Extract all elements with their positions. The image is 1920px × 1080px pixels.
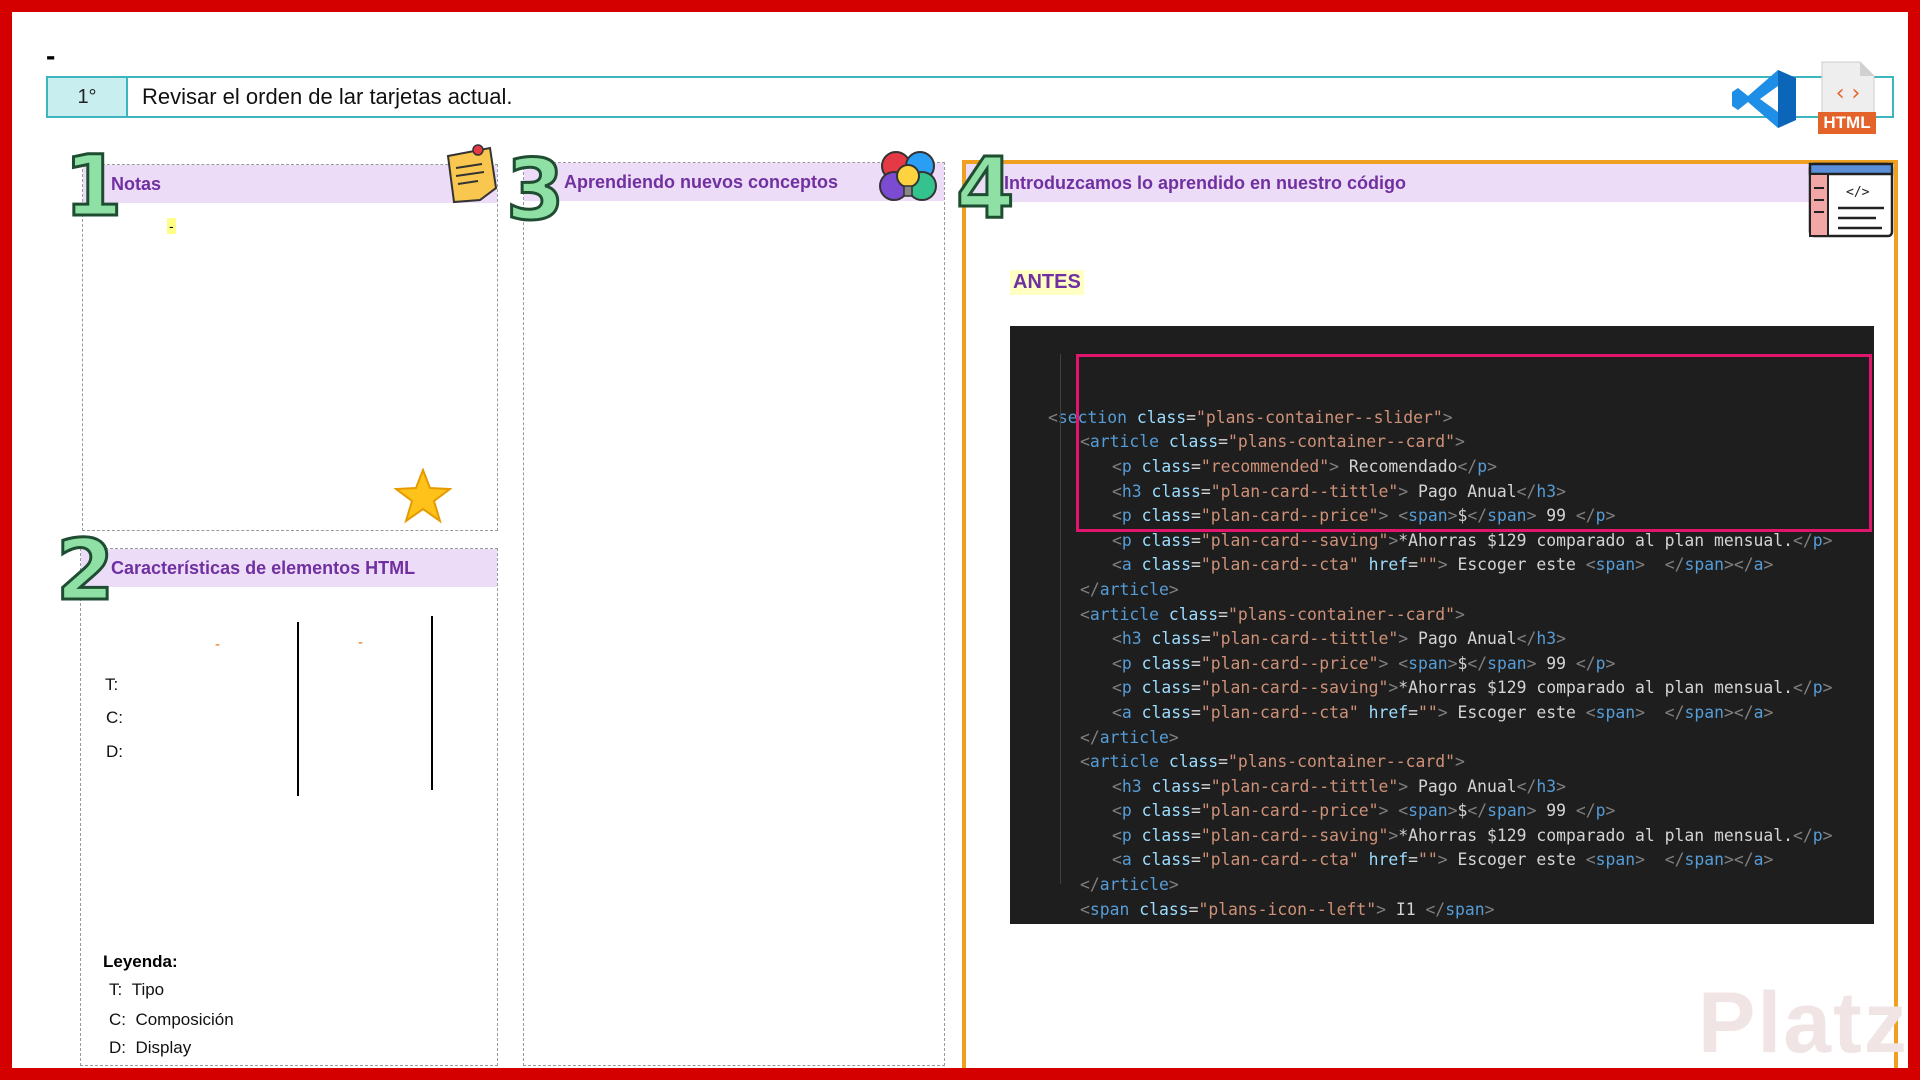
top-mark: - — [46, 40, 56, 71]
col-mark-2: - — [358, 634, 363, 651]
html-file-icon: ‹ › HTML — [1818, 60, 1876, 136]
code-line: <article class="plans-container--card"> — [1080, 752, 1465, 772]
code-line: <p class="plan-card--saving">*Ahorras $1… — [1112, 530, 1833, 550]
file-icon: ‹ › — [1821, 61, 1875, 118]
legend-key: D: — [109, 1038, 126, 1057]
html-badge: HTML — [1818, 112, 1876, 134]
step-number-4: 4 — [954, 139, 1015, 237]
code-panel: Introduzcamos lo aprendido en nuestro có… — [962, 160, 1898, 1068]
code-line: </article> — [1080, 727, 1179, 747]
notes-panel: Notas — [82, 164, 498, 531]
legend-value: Composición — [135, 1010, 234, 1029]
step-number-3: 3 — [504, 141, 565, 239]
legend-value: Display — [135, 1038, 192, 1057]
code-line: <a class="plan-card--cta" href=""> Escog… — [1112, 555, 1774, 575]
code-line: <a class="plan-card--cta" href=""> Escog… — [1112, 850, 1774, 870]
column-divider — [297, 622, 299, 796]
star-icon — [394, 468, 452, 524]
code-editor: <section class="plans-container--slider"… — [1010, 326, 1874, 924]
legend-item: D: Display — [109, 1038, 191, 1058]
before-label: ANTES — [1010, 270, 1084, 295]
code-line: <section class="plans-container--slider"… — [1048, 407, 1453, 427]
step-number-1: 1 — [62, 137, 123, 235]
svg-text:</>: </> — [1846, 185, 1870, 200]
svg-text:‹ ›: ‹ › — [1836, 81, 1861, 106]
highlight-box — [1076, 354, 1872, 532]
indent-guide — [1060, 354, 1061, 884]
step-number: 1° — [48, 78, 128, 116]
code-line: <p class="recommended"> Recomendado</p> — [1112, 456, 1497, 476]
legend-item: T: Tipo — [109, 980, 164, 1000]
code-line: <p class="plan-card--price"> <span>$</sp… — [1112, 653, 1616, 673]
code-line: <a class="plan-card--cta" href=""> Escog… — [1112, 702, 1774, 722]
code-line: <p class="plan-card--saving">*Ahorras $1… — [1112, 825, 1833, 845]
code-line: <h3 class="plan-card--tittle"> Pago Anua… — [1112, 481, 1567, 501]
code-line: </article> — [1080, 875, 1179, 895]
html-features-title: Características de elementos HTML — [81, 549, 497, 587]
code-window-icon: </> — [1808, 162, 1894, 238]
concepts-title: Aprendiendo nuevos conceptos — [524, 163, 944, 201]
code-line: <p class="plan-card--price"> <span>$</sp… — [1112, 506, 1616, 526]
col-mark-1: - — [215, 636, 220, 653]
legend-key: C: — [109, 1010, 126, 1029]
code-line: <p class="plan-card--price"> <span>$</sp… — [1112, 801, 1616, 821]
step-text: Revisar el orden de lar tarjetas actual. — [142, 84, 513, 109]
platzi-watermark: Platzi — [1698, 975, 1920, 1071]
step-number-2: 2 — [54, 521, 115, 619]
brain-idea-icon — [879, 151, 937, 201]
row-label-composition: C: — [106, 708, 123, 727]
code-line: </article> — [1080, 579, 1179, 599]
legend-item: C: Composición — [109, 1010, 234, 1030]
code-line: <h3 class="plan-card--tittle"> Pago Anua… — [1112, 776, 1567, 796]
notes-title: Notas — [83, 165, 497, 203]
code-line: <article class="plans-container--card"> — [1080, 432, 1465, 452]
sticky-note-icon — [446, 144, 498, 204]
code-line: <span class="plans-icon--right"> I2</spa… — [1010, 922, 1874, 924]
vscode-icon — [1732, 70, 1796, 128]
legend-value: Tipo — [131, 980, 165, 999]
code-line: <span class="plans-icon--left"> I1 </spa… — [1080, 899, 1495, 919]
code-line: <h3 class="plan-card--tittle"> Pago Anua… — [1112, 629, 1567, 649]
column-divider — [431, 616, 433, 790]
notes-mark: - — [167, 218, 176, 234]
step-bar: 1° Revisar el orden de lar tarjetas actu… — [46, 76, 1894, 118]
row-label-type: T: — [105, 675, 119, 694]
html-features-panel: Características de elementos HTML — [80, 548, 498, 1066]
code-line: <p class="plan-card--saving">*Ahorras $1… — [1112, 678, 1833, 698]
code-line: <article class="plans-container--card"> — [1080, 604, 1465, 624]
code-title: Introduzcamos lo aprendido en nuestro có… — [966, 164, 1810, 202]
concepts-panel: Aprendiendo nuevos conceptos — [523, 162, 945, 1066]
legend-title: Leyenda: — [103, 952, 178, 971]
row-label-display: D: — [106, 742, 123, 761]
legend-key: T: — [109, 980, 123, 999]
